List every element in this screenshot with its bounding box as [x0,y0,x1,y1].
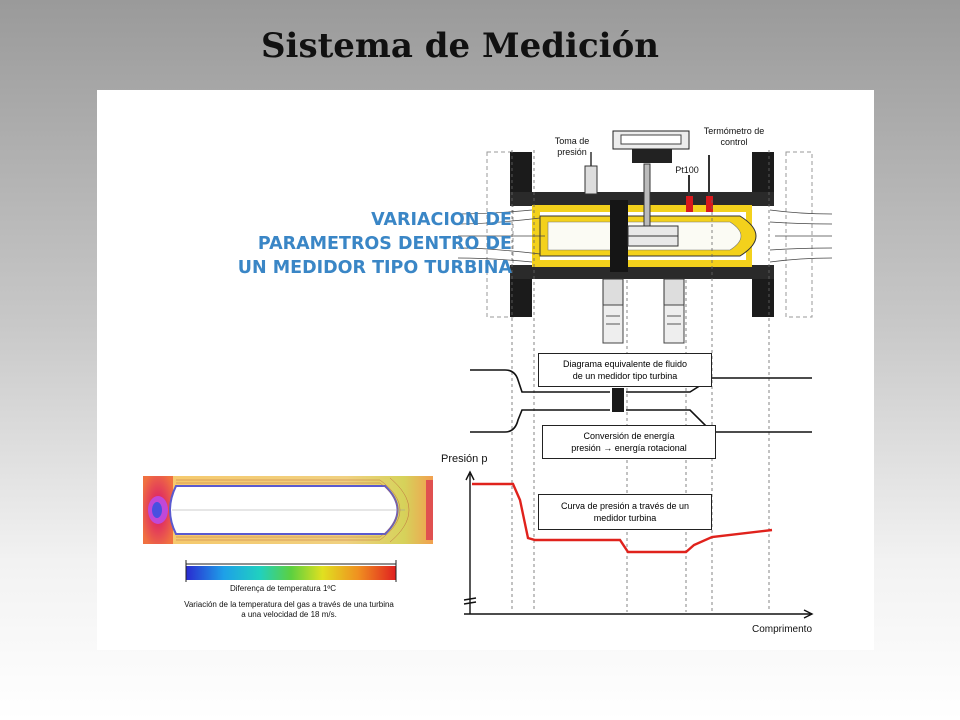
rotor-block [612,388,624,412]
temperature-caption: Variación de la temperatura del gas a tr… [184,600,394,619]
slide-title: Sistema de Medición [260,26,659,66]
heading-line-2: PARAMETROS DENTRO DE [257,234,512,254]
heading-line-3: UN MEDIDOR TIPO TURBINA [237,258,512,278]
heading-line-1: VARIACION DE [371,210,512,230]
temperature-field-image [143,476,433,544]
pressure-curve [472,482,773,554]
scale-arrow [185,560,397,582]
thermometer-label: Termómetro de control [703,126,765,147]
pressure-curve-box: Curva de presión a través de un medidor … [538,494,712,530]
parameters-heading: VARIACION DE PARAMETROS DENTRO DE UN MED… [212,208,512,280]
equivalent-diagram-box: Diagrama equivalente de fluido de un med… [538,353,712,387]
pt100-label: Pt100 [675,165,699,175]
turbine-meter-section [457,130,833,612]
length-axis-label: Comprimento [752,624,813,635]
temperature-color-scale [186,566,396,580]
pressure-tap-label: Toma de presión [554,136,590,157]
energy-conversion-box: Conversión de energía presión → energía … [542,425,716,459]
temperature-scale-label: Diferença de temperatura 1ºC [230,584,337,593]
pressure-axis-label: Presión p [441,453,488,465]
pressure-axes [463,470,814,619]
